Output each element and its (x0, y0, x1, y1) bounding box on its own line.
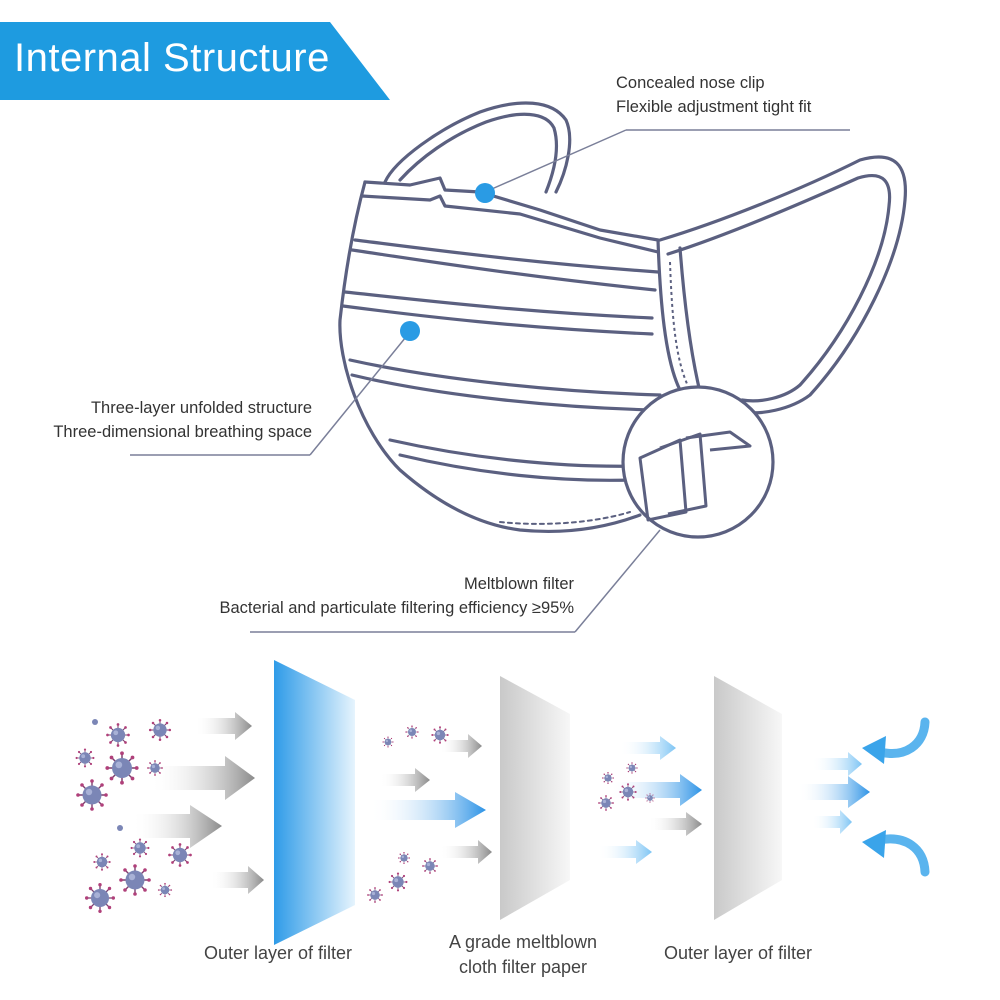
outer-filter-panel-1 (274, 660, 355, 945)
meltblown-callout: Meltblown filter Bacterial and particula… (219, 572, 574, 620)
arrows-stage-2 (370, 734, 492, 864)
layers-desc: Three-dimensional breathing space (53, 423, 312, 441)
meltblown-title: Meltblown filter (463, 575, 574, 593)
nose-clip-callout: Concealed nose clip Flexible adjustment … (616, 71, 811, 119)
nose-clip-marker (475, 183, 495, 203)
arrows-stage-1 (132, 712, 264, 894)
arrows-stage-4 (798, 717, 930, 877)
caption-outer-layer-2: Outer layer of filter (638, 941, 838, 966)
caption-outer-layer-2-line1: Outer layer of filter (663, 943, 813, 963)
caption-meltblown: A grade meltblown cloth filter paper (423, 930, 623, 980)
nose-clip-desc: Flexible adjustment tight fit (616, 98, 812, 116)
caption-outer-layer-1: Outer layer of filter (178, 941, 378, 966)
meltblown-desc: Bacterial and particulate filtering effi… (219, 599, 574, 617)
mask-illustration (338, 101, 908, 534)
virus-particles (75, 718, 655, 914)
layer-marker (400, 321, 420, 341)
meltblown-filter-panel (500, 676, 570, 920)
outer-filter-panel-2 (714, 676, 782, 920)
magnifier-circle (621, 385, 775, 539)
layers-title: Three-layer unfolded structure (90, 399, 312, 417)
page-title: Internal Structure (14, 36, 330, 80)
title-banner (0, 22, 390, 100)
caption-meltblown-line1: A grade meltblown (448, 932, 598, 952)
layers-callout: Three-layer unfolded structure Three-dim… (53, 396, 312, 444)
caption-meltblown-line2: cloth filter paper (458, 957, 588, 977)
nose-clip-title: Concealed nose clip (616, 74, 765, 92)
caption-outer-layer-1-line1: Outer layer of filter (203, 943, 353, 963)
